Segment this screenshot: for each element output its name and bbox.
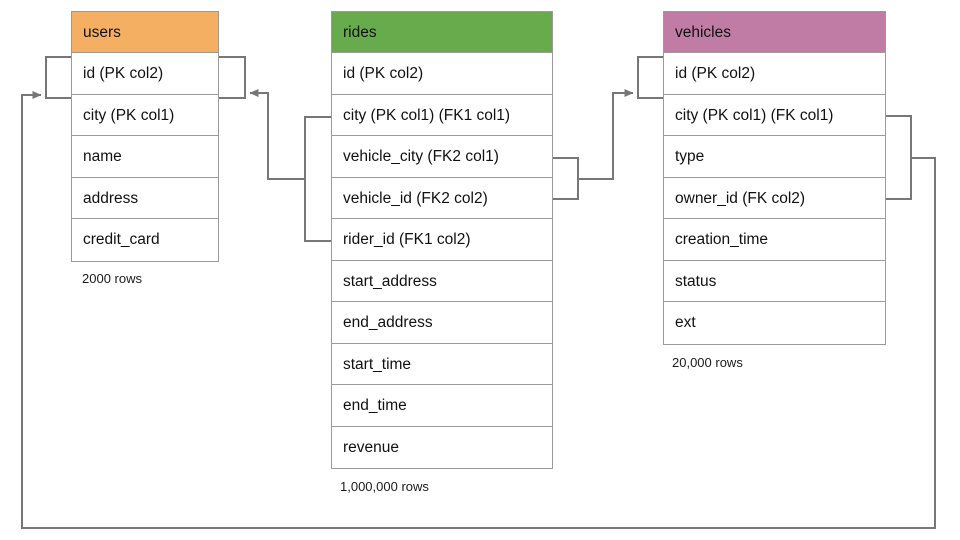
table-vehicles-column-status[interactable]: status <box>664 261 885 302</box>
table-users-column-credit-card[interactable]: credit_card <box>83 231 160 248</box>
table-rides-column-city[interactable]: city (PK col1) (FK1 col1) <box>332 95 552 136</box>
table-vehicles-column-ext[interactable]: ext <box>675 314 696 331</box>
table-rides-column-vehicle-city[interactable]: vehicle_city (FK2 col1) <box>332 136 552 178</box>
table-users-row-count: 2000 rows <box>82 271 142 286</box>
table-users-title: users <box>72 12 218 53</box>
table-users-column-name[interactable]: name <box>72 136 218 178</box>
connector-rides-right-bracket <box>553 157 579 200</box>
connector-users-right-bracket <box>219 56 246 99</box>
table-users-column-id[interactable]: id (PK col2) <box>72 53 218 95</box>
table-vehicles-column-creation-time[interactable]: creation_time <box>664 219 885 261</box>
table-vehicles[interactable]: vehicles id (PK col2) city (PK col1) (FK… <box>663 11 886 345</box>
table-vehicles-column-id[interactable]: id (PK col2) <box>664 53 885 95</box>
table-rides-column-vehicle-id[interactable]: vehicle_id (FK2 col2) <box>332 178 552 219</box>
table-rides-column-revenue[interactable]: revenue <box>343 438 400 456</box>
connector-fk1-rides-to-users <box>249 89 305 180</box>
table-vehicles-title: vehicles <box>664 12 885 53</box>
connector-vehicles-left-bracket <box>637 56 663 99</box>
table-rides-row-count: 1,000,000 rows <box>340 479 429 494</box>
table-rides-column-start-address[interactable]: start_address <box>332 261 552 302</box>
connector-users-left-bracket <box>45 56 71 99</box>
table-rides-column-end-address[interactable]: end_address <box>332 302 552 344</box>
connector-fk2-rides-to-vehicles <box>578 89 634 180</box>
table-rides[interactable]: rides id (PK col2) city (PK col1) (FK1 c… <box>331 11 553 469</box>
table-rides-column-id[interactable]: id (PK col2) <box>332 53 552 95</box>
table-users[interactable]: users id (PK col2) city (PK col1) name a… <box>71 11 219 262</box>
connector-vehicles-right-bracket <box>886 115 912 200</box>
table-users-column-city[interactable]: city (PK col1) <box>72 95 218 136</box>
table-rides-column-end-time[interactable]: end_time <box>332 385 552 427</box>
connector-rides-left-bracket <box>304 116 331 242</box>
table-vehicles-column-owner-id[interactable]: owner_id (FK col2) <box>664 178 885 219</box>
table-rides-column-start-time[interactable]: start_time <box>332 344 552 385</box>
table-rides-column-rider-id[interactable]: rider_id (FK1 col2) <box>332 219 552 261</box>
table-users-column-address[interactable]: address <box>72 178 218 219</box>
table-vehicles-row-count: 20,000 rows <box>672 355 743 370</box>
table-rides-title: rides <box>332 12 552 53</box>
table-vehicles-column-city[interactable]: city (PK col1) (FK col1) <box>664 95 885 136</box>
table-vehicles-column-type[interactable]: type <box>664 136 885 178</box>
